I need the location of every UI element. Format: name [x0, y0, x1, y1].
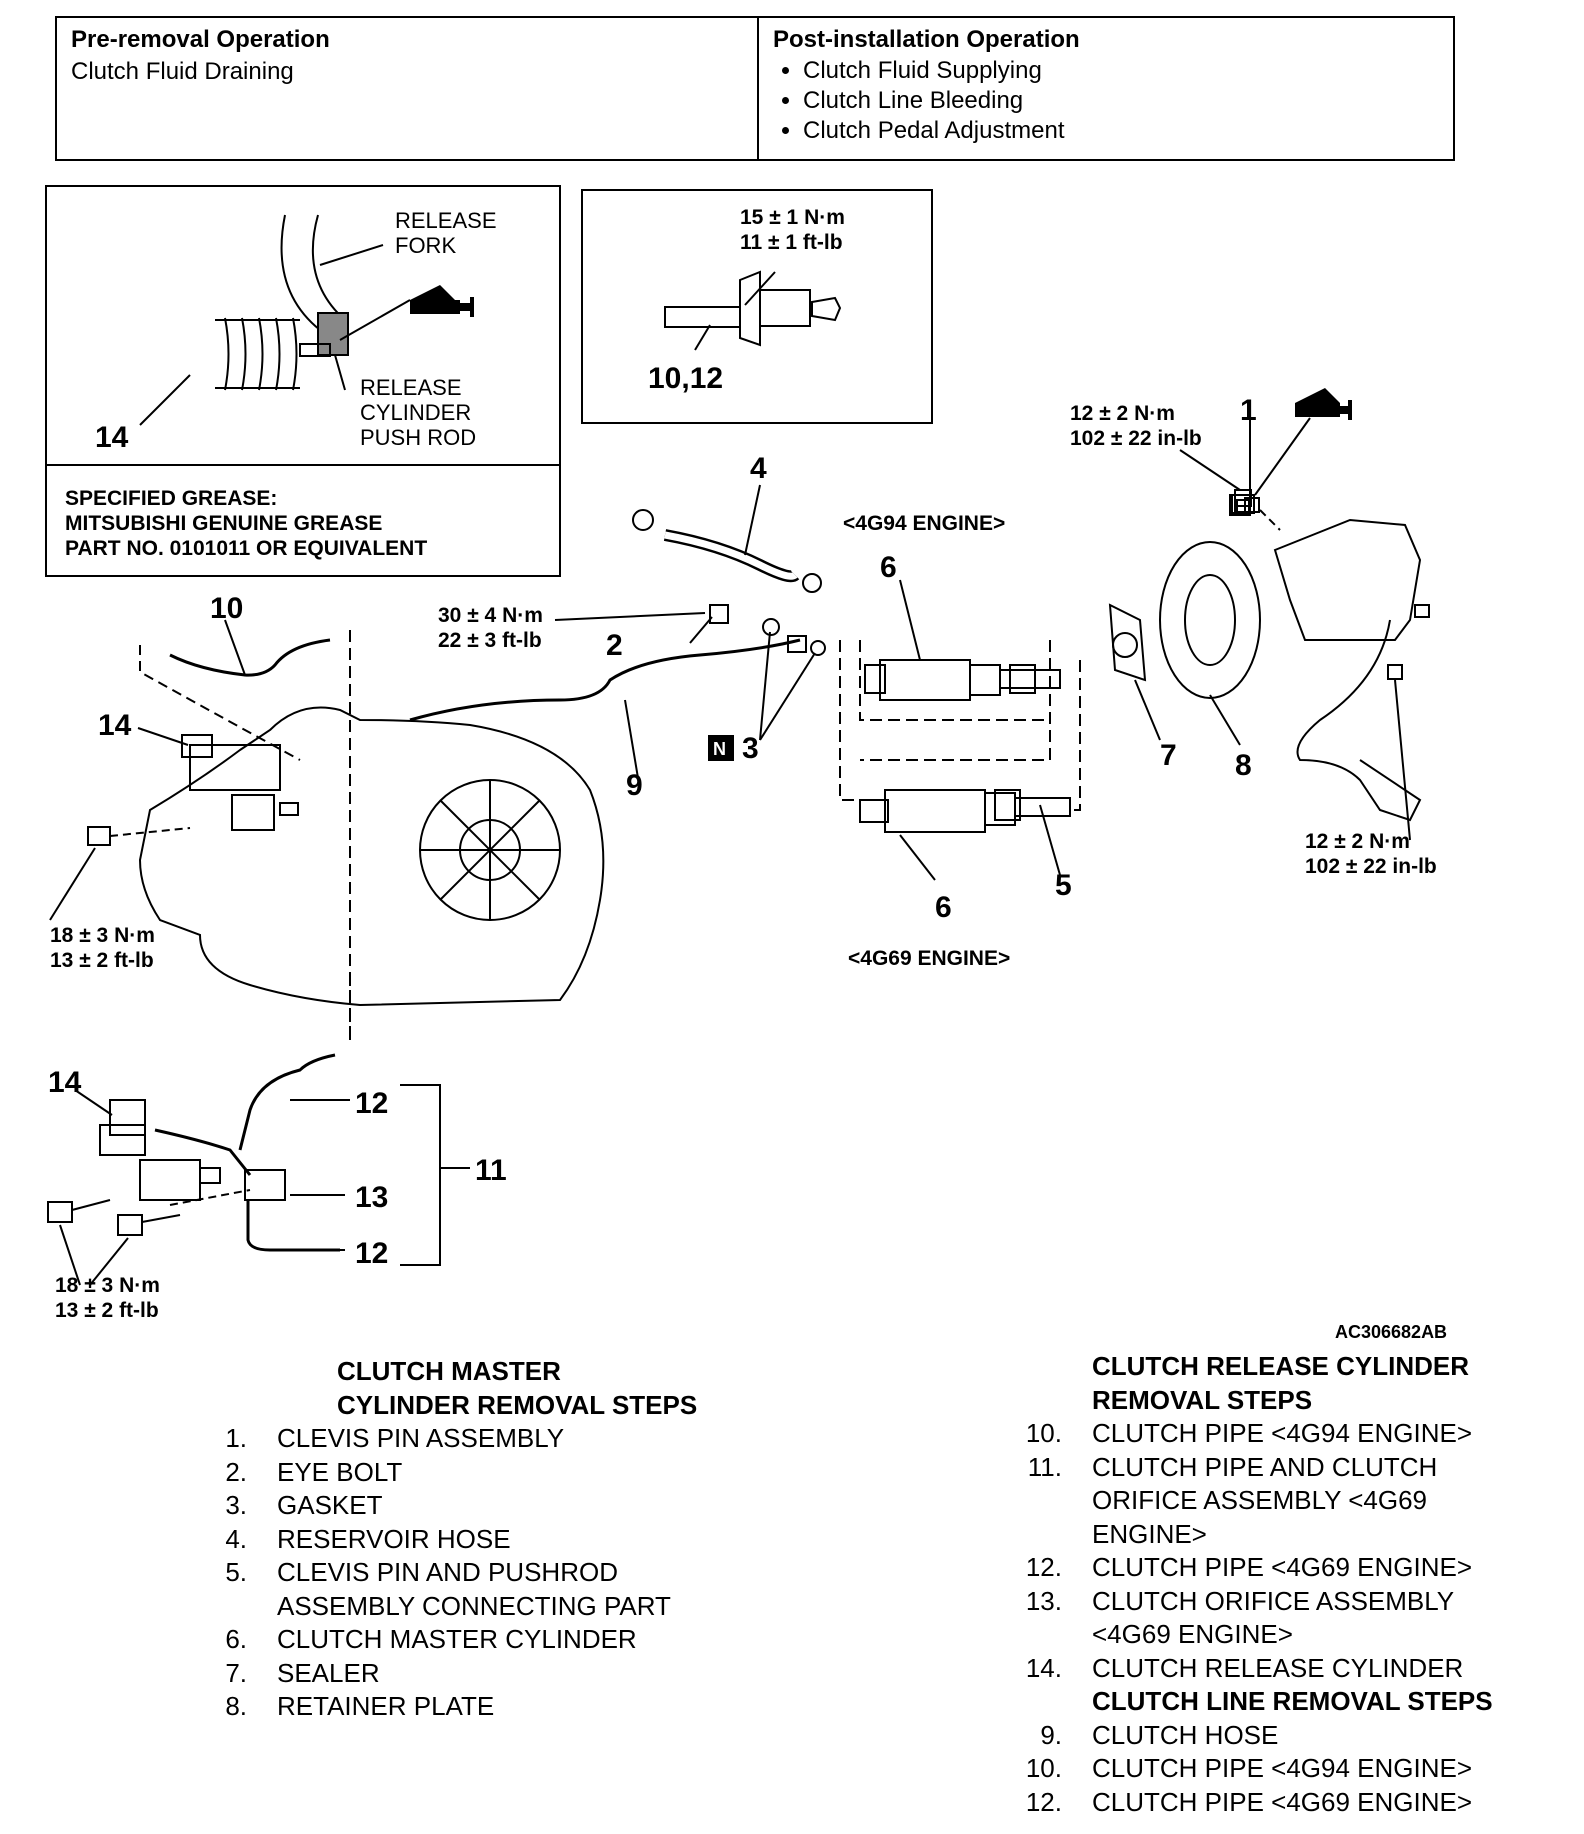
- list-item: 11.CLUTCH PIPE AND CLUTCH ORIFICE ASSEMB…: [1027, 1451, 1438, 1549]
- callout-1: 1: [1240, 394, 1257, 427]
- callout-8: 8: [1235, 749, 1252, 782]
- post-installation-item: Clutch Line Bleeding: [803, 86, 1453, 116]
- post-installation-list: Clutch Fluid Supplying Clutch Line Bleed…: [759, 56, 1453, 146]
- push-rod-label-1: RELEASE: [360, 375, 462, 400]
- callout-10: 10: [210, 592, 243, 625]
- callout-7: 7: [1160, 739, 1177, 772]
- torque-t4-nm: 18 ± 3 N·m: [50, 924, 155, 947]
- post-installation-heading: Post-installation Operation: [773, 26, 1080, 53]
- inset-torque-ftlb: 11 ± 1 ft-lb: [740, 231, 843, 254]
- list-item: 3.GASKET: [225, 1490, 383, 1520]
- list-item: 4.RESERVOIR HOSE: [225, 1523, 511, 1554]
- release-cylinder-lower-drawing: [139, 1159, 201, 1201]
- master-cylinder-4g94-drawing: [879, 659, 971, 701]
- torque-t4-ftlb: 13 ± 2 ft-lb: [50, 949, 154, 972]
- dust-boot-drawing: [224, 317, 298, 391]
- figure-code: AC306682AB: [1335, 1322, 1447, 1342]
- grease-gun-icon: [1295, 388, 1352, 420]
- engine-4g94-label: <4G94 ENGINE>: [843, 512, 1005, 535]
- list-item: 2.EYE BOLT: [225, 1456, 403, 1487]
- line-steps-heading: CLUTCH LINE REMOVAL STEPS: [1092, 1686, 1493, 1716]
- post-installation-item: Clutch Pedal Adjustment: [803, 116, 1453, 146]
- callout-14-upper: 14: [98, 709, 132, 742]
- release-steps-heading-2: REMOVAL STEPS: [1092, 1384, 1313, 1415]
- grease-spec-line-3: PART NO. 0101011 OR EQUIVALENT: [65, 537, 427, 560]
- list-item: 12.CLUTCH PIPE <4G69 ENGINE>: [1025, 1786, 1473, 1817]
- list-item: 10.CLUTCH PIPE <4G94 ENGINE>: [1025, 1418, 1473, 1448]
- torque-t1-inlb: 102 ± 22 in-lb: [1070, 427, 1202, 450]
- callout-3: 3: [742, 732, 759, 765]
- torque-t2-nm: 30 ± 4 N·m: [438, 604, 543, 627]
- torque-t3-nm: 12 ± 2 N·m: [1305, 830, 1410, 853]
- engine-4g69-label: <4G69 ENGINE>: [848, 947, 1010, 970]
- pre-removal-heading: Pre-removal Operation: [71, 26, 330, 53]
- release-cylinder-steps: CLUTCH RELEASE CYLINDER REMOVAL STEPS 10…: [1000, 1350, 1520, 1819]
- clutch-pipe-12-drawing: [238, 1053, 336, 1151]
- list-item: 5.CLEVIS PIN AND PUSHROD ASSEMBLY CONNEC…: [225, 1557, 671, 1621]
- torque-inset-box: [581, 189, 933, 424]
- list-item: 10.CLUTCH PIPE <4G94 ENGINE>: [1025, 1753, 1473, 1783]
- callout-2: 2: [606, 629, 623, 662]
- torque-t5-ftlb: 13 ± 2 ft-lb: [55, 1299, 159, 1322]
- callout-5: 5: [1055, 869, 1072, 902]
- list-item: 8.RETAINER PLATE: [225, 1691, 495, 1721]
- callout-9: 9: [626, 769, 643, 802]
- release-fork-label-2: FORK: [395, 233, 456, 258]
- grease-gun-icon: [410, 285, 474, 317]
- exploded-diagram: RELEASE FORK RELEASE CYLINDER PUSH ROD 1…: [45, 185, 1447, 1342]
- torque-t1-nm: 12 ± 2 N·m: [1070, 402, 1175, 425]
- post-installation-cell: Post-installation Operation Clutch Fluid…: [759, 18, 1453, 159]
- new-part-badge: [708, 735, 734, 761]
- list-item: 13.CLUTCH ORIFICE ASSEMBLY <4G69 ENGINE>: [1025, 1585, 1454, 1650]
- pre-removal-item: Clutch Fluid Draining: [71, 58, 294, 85]
- callout-11: 11: [475, 1154, 507, 1187]
- grease-spec-line-2: MITSUBISHI GENUINE GREASE: [65, 512, 382, 535]
- torque-t2-ftlb: 22 ± 3 ft-lb: [438, 629, 542, 652]
- clutch-pedal-drawing: [1296, 619, 1422, 822]
- list-item: 6.CLUTCH MASTER CYLINDER: [225, 1624, 637, 1654]
- list-item: 12.CLUTCH PIPE <4G69 ENGINE>: [1025, 1552, 1473, 1582]
- release-steps-heading-1: CLUTCH RELEASE CYLINDER: [1092, 1351, 1470, 1381]
- master-steps-heading-1: CLUTCH MASTER: [337, 1356, 561, 1386]
- master-steps-heading-2: CYLINDER REMOVAL STEPS: [337, 1389, 698, 1420]
- push-rod-label-3: PUSH ROD: [360, 425, 476, 450]
- callout-13: 13: [355, 1181, 388, 1214]
- torque-t5-nm: 18 ± 3 N·m: [55, 1274, 160, 1297]
- callout-6-4g69: 6: [935, 891, 952, 924]
- callout-4: 4: [750, 452, 767, 485]
- clutch-pipe-10-drawing: [169, 638, 331, 677]
- callout-12-lower: 12: [355, 1237, 388, 1270]
- list-item: 14.CLUTCH RELEASE CYLINDER: [1025, 1652, 1464, 1683]
- post-installation-item: Clutch Fluid Supplying: [803, 56, 1453, 86]
- clutch-hose-drawing: [409, 638, 801, 722]
- inset-parts-label: 10,12: [648, 362, 723, 395]
- pedal-bracket-drawing: [1273, 518, 1422, 641]
- pre-removal-cell: Pre-removal Operation Clutch Fluid Drain…: [57, 18, 759, 159]
- callout-12-upper: 12: [355, 1087, 388, 1120]
- list-item: 7.SEALER: [225, 1657, 380, 1688]
- release-fork-label-1: RELEASE: [395, 208, 497, 233]
- grease-inset-box: [45, 185, 561, 577]
- new-part-badge-text: N: [713, 739, 726, 759]
- inset-torque-nm: 15 ± 1 N·m: [740, 206, 845, 229]
- release-cylinder-upper-drawing: [189, 744, 281, 791]
- torque-t3-inlb: 102 ± 22 in-lb: [1305, 855, 1437, 878]
- clevis-pin-drawing: [1231, 494, 1255, 514]
- master-cylinder-step-list: 1.CLEVIS PIN ASSEMBLY 2.EYE BOLT 3.GASKE…: [185, 1422, 785, 1724]
- sealer-drawing: [1108, 603, 1147, 682]
- transmission-drawing: [138, 706, 605, 1007]
- master-cylinder-4g69-drawing: [884, 789, 986, 833]
- retainer-plate-drawing: [1159, 541, 1261, 699]
- list-item: 9.CLUTCH HOSE: [1040, 1719, 1279, 1750]
- list-item: 1.CLEVIS PIN ASSEMBLY: [225, 1423, 565, 1453]
- operations-table: Pre-removal Operation Clutch Fluid Drain…: [55, 16, 1455, 161]
- master-cylinder-steps: CLUTCH MASTER CYLINDER REMOVAL STEPS: [245, 1355, 785, 1422]
- push-rod-label-2: CYLINDER: [360, 400, 471, 425]
- inset-part-14: 14: [95, 421, 129, 454]
- clutch-orifice-drawing: [244, 1169, 286, 1201]
- callout-14-lower: 14: [48, 1066, 82, 1099]
- grease-spec-line-1: SPECIFIED GREASE:: [65, 487, 277, 510]
- callout-6-4g94: 6: [880, 551, 897, 584]
